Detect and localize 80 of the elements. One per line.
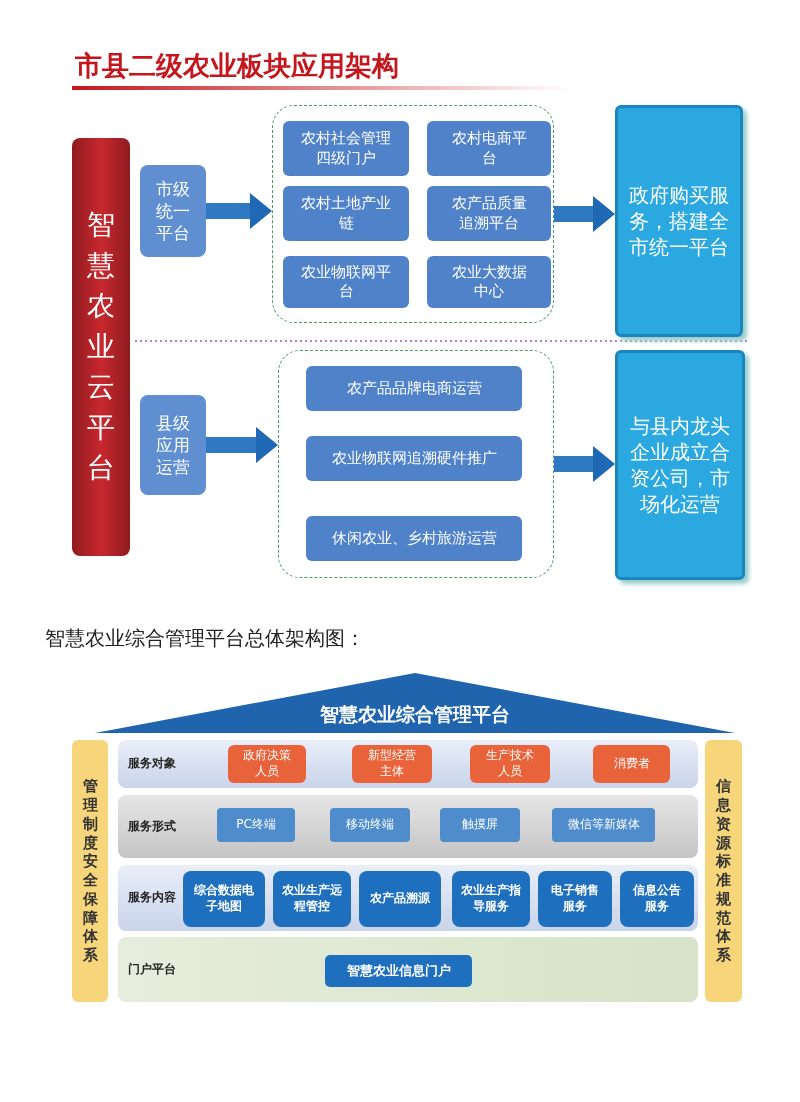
channel-tag [217,808,295,842]
operation-box [306,366,522,411]
node-label: 微信等新媒体 [567,817,640,833]
node-label: 管理制度安全保障体系 [82,777,98,965]
platform-box [427,256,551,308]
result-panel [615,105,743,337]
node-label: 农业大数据中心 [450,262,528,302]
layer-band [118,865,698,931]
node-label: 政府决策人员 [242,748,292,780]
node-label: 农村社会管理四级门户 [301,129,391,168]
node-label: 农产品溯源 [370,891,430,907]
node-label: 门户平台 [128,961,176,978]
node-label: 电子销售服务 [550,883,600,915]
service-tag [452,871,530,927]
node-label: 农业物联网追溯硬件推广 [331,448,497,469]
node-label: 政府购买服务，搭建全市统一平台 [628,182,730,260]
node-label: 农产品质量追溯平台 [450,194,528,233]
portal-box [325,955,472,987]
group-frame [272,105,554,323]
node-label: 智慧农业云平台 [87,206,115,487]
node-label: 市级统一平台 [155,177,191,245]
side-pillar [72,740,108,1002]
platform-box [283,186,409,241]
title: 市县二级农业板块应用架构 [75,49,399,83]
node-label: 服务对象 [128,756,176,772]
target-tag [470,745,550,783]
node-label: 休闲农业、乡村旅游运营 [331,528,497,549]
node-label: 农村土地产业链 [301,194,391,233]
target-tag [228,745,306,783]
block-arrow [206,193,272,229]
operation-box [306,516,522,561]
node-label: PC终端 [236,817,276,833]
target-tag [352,745,432,783]
node-label: 服务形式 [128,818,176,835]
operation-box [306,436,522,481]
node-label: 农业生产指导服务 [460,883,522,915]
target-tag [593,745,670,783]
node-label: 信息资源标准规范体系 [716,777,731,965]
layer-band [118,937,698,1002]
channel-tag [440,808,520,842]
block-arrow [554,446,615,482]
level-box [140,395,206,495]
node-label: 新型经营主体 [367,748,417,780]
node-label: 服务内容 [128,890,176,906]
block-arrow [206,427,278,463]
layer-band [118,795,698,858]
node-label: 移动终端 [346,817,394,833]
platform-box [283,121,409,176]
node-label: 农村电商平台 [450,129,528,168]
service-tag [620,871,694,927]
platform-banner [72,138,130,556]
node-label: 农产品品牌电商运营 [346,378,482,399]
side-pillar [705,740,742,1002]
node-label: 生产技术人员 [485,748,535,780]
node-label: 智慧农业综合管理平台 [320,702,510,727]
node-label: 农业物联网平台 [301,262,391,302]
service-tag [183,871,265,927]
platform-box [283,256,409,308]
result-panel [615,350,745,580]
node-label: 触摸屏 [462,817,498,833]
node-label: 信息公告服务 [631,883,682,915]
section-heading: 智慧农业综合管理平台总体架构图： [45,625,365,652]
service-tag [273,871,351,927]
level-box [140,165,206,257]
layer-band [118,740,698,788]
roof-banner [95,673,735,733]
channel-tag [330,808,410,842]
block-arrow [554,196,615,232]
node-label: 智慧农业信息门户 [346,962,451,980]
node-label: 综合数据电子地图 [193,883,255,915]
group-frame [278,350,554,578]
service-tag [359,871,441,927]
platform-box [427,121,551,176]
channel-tag [552,808,655,842]
node-label: 与县内龙头企业成立合资公司，市场化运营 [629,413,731,517]
service-tag [538,871,612,927]
node-label: 县级应用运营 [155,411,191,479]
platform-box [427,186,551,241]
node-label: 消费者 [613,756,650,772]
node-label: 农业生产远程管控 [281,883,343,915]
